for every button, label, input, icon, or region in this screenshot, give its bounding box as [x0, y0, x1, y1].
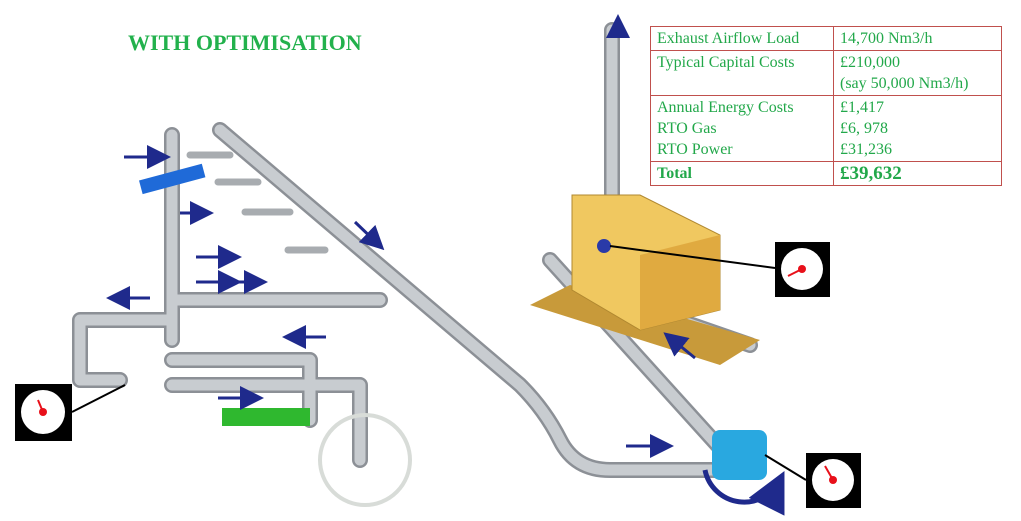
- energy-label: Annual Energy Costs: [657, 99, 794, 116]
- table-row: Total £39,632: [650, 161, 1002, 186]
- total-label: Total: [650, 161, 834, 186]
- capital-note: (say 50,000 Nm3/h): [840, 75, 969, 92]
- heat-exchanger: [222, 408, 412, 507]
- airflow-label: Exhaust Airflow Load: [650, 26, 834, 51]
- gas-value: £6, 978: [840, 120, 888, 137]
- flow-arrows: [106, 14, 696, 458]
- table-row: Exhaust Airflow Load 14,700 Nm3/h: [650, 26, 1002, 51]
- pressure-gauge-inlet: [15, 384, 126, 441]
- airflow-value: 14,700 Nm3/h: [833, 26, 1002, 51]
- capital-label: Typical Capital Costs: [650, 50, 834, 96]
- power-value: £31,236: [840, 141, 892, 158]
- fan: [702, 430, 785, 516]
- pressure-gauge-fan: [764, 453, 861, 508]
- cost-table: Exhaust Airflow Load 14,700 Nm3/h Typica…: [650, 26, 1002, 186]
- capital-value: £210,000: [840, 54, 900, 71]
- gas-label: RTO Gas: [657, 120, 717, 137]
- pressure-gauge-rto: [609, 242, 830, 297]
- energy-value: £1,417: [840, 99, 884, 116]
- total-value: £39,632: [833, 161, 1002, 186]
- power-label: RTO Power: [657, 141, 733, 158]
- diagram-title: WITH OPTIMISATION: [128, 30, 362, 55]
- table-row: Typical Capital Costs £210,000 (say 50,00…: [650, 50, 1002, 96]
- filter-panel: [139, 163, 206, 195]
